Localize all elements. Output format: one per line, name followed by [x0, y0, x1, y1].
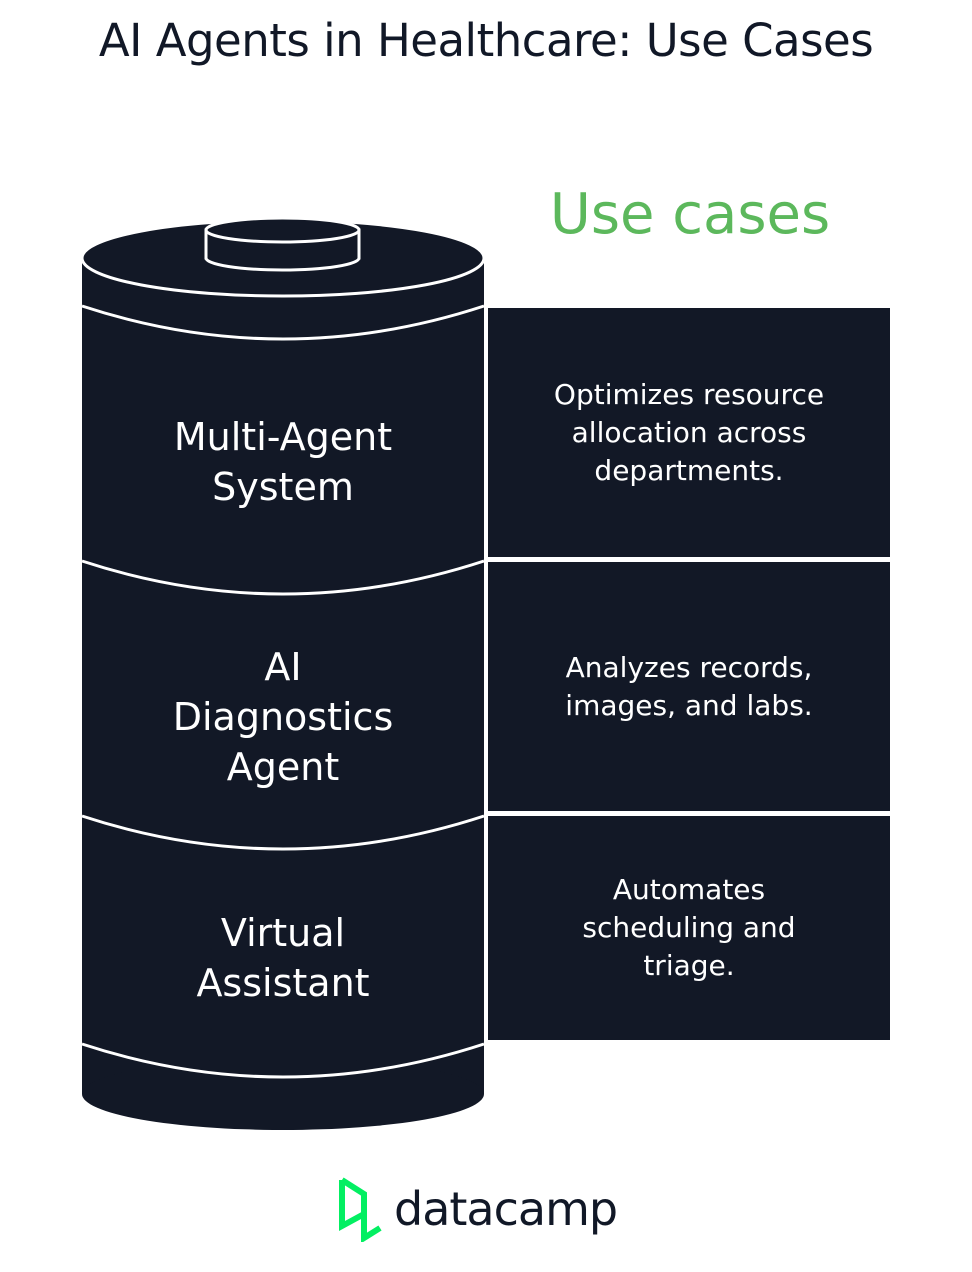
- layer-label-multi-agent: Multi-Agent System: [82, 412, 484, 512]
- layer-label-line: Virtual: [220, 911, 346, 955]
- separator-2: [81, 559, 485, 596]
- use-case-text: Analyzes records, images, and labs.: [565, 650, 813, 722]
- layer-label-line: Multi-Agent: [173, 415, 393, 459]
- layer-label-line: AI: [264, 645, 302, 689]
- use-case-box-multi-agent: Optimizes resource allocation across dep…: [488, 308, 890, 557]
- cylinder-bottom: [82, 1058, 484, 1130]
- separator-3: [81, 814, 485, 851]
- layer-label-ai-diagnostics: AI Diagnostics Agent: [82, 642, 484, 792]
- cylinder-knob-top: [204, 216, 361, 244]
- use-case-text: Optimizes resource allocation across dep…: [553, 377, 825, 487]
- cylinder-body: [82, 258, 484, 1094]
- page-title: AI Agents in Healthcare: Use Cases: [98, 14, 874, 67]
- separator-1: [81, 304, 485, 341]
- use-case-box-virtual-assistant: Automates scheduling and triage.: [488, 816, 890, 1040]
- layer-label-line: Diagnostics: [172, 695, 394, 739]
- layer-label-line: Assistant: [196, 961, 370, 1005]
- layer-label-line: Agent: [226, 745, 340, 789]
- datacamp-logo-icon: [339, 1177, 382, 1242]
- use-case-box-ai-diagnostics: Analyzes records, images, and labs.: [488, 562, 890, 811]
- use-cases-heading: Use cases: [549, 182, 831, 247]
- separator-4: [81, 1042, 485, 1079]
- layer-label-virtual-assistant: Virtual Assistant: [82, 908, 484, 1008]
- datacamp-wordmark: datacamp: [394, 1182, 618, 1236]
- use-case-text: Automates scheduling and triage.: [582, 873, 796, 982]
- layer-label-line: System: [212, 465, 354, 509]
- datacamp-logo: datacamp: [336, 1174, 618, 1244]
